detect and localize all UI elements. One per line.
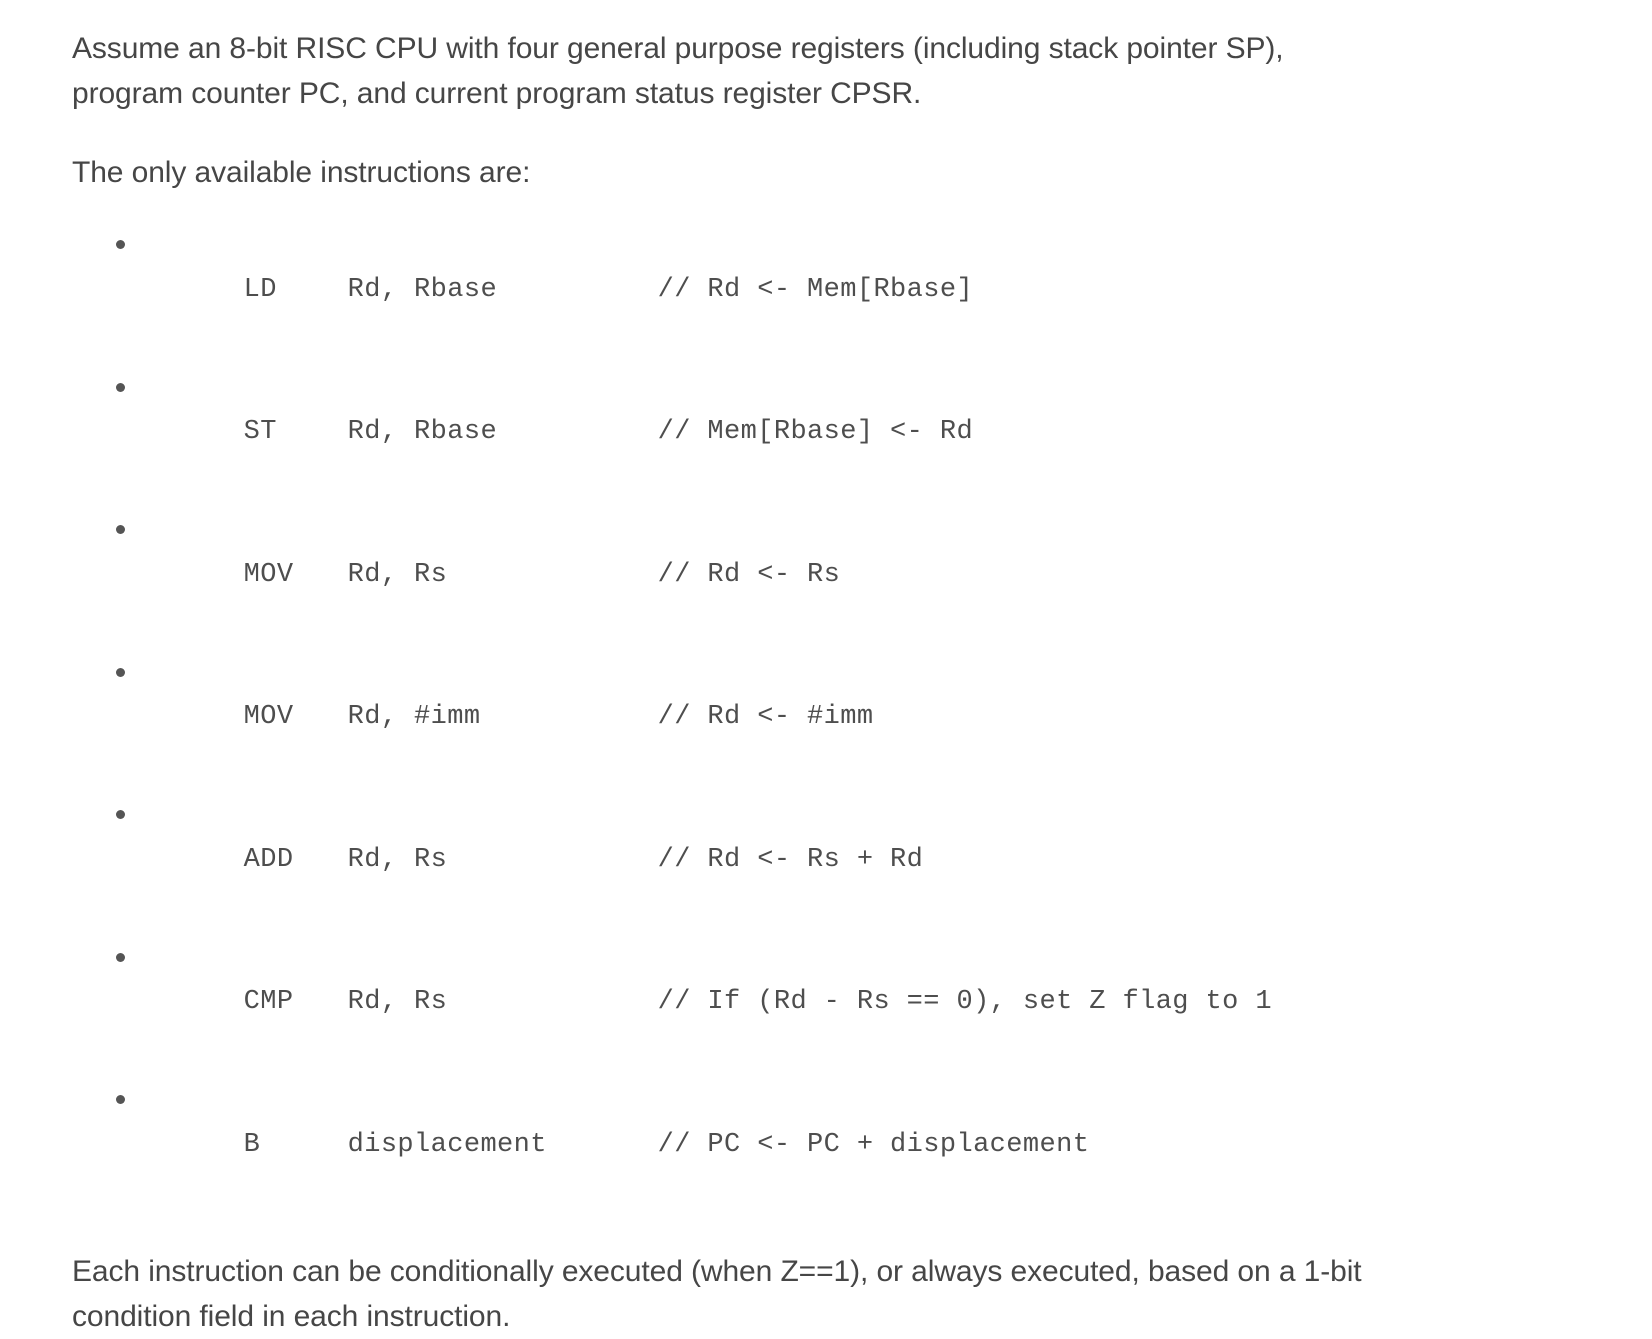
instruction-comment: // Rd <- Rs bbox=[657, 559, 841, 590]
instruction-mnemonic: ADD bbox=[243, 844, 294, 875]
outro-paragraph: Each instruction can be conditionally ex… bbox=[72, 1254, 1362, 1333]
instruction-comment: // PC <- PC + displacement bbox=[657, 1129, 1090, 1160]
instruction-mnemonic: CMP bbox=[243, 987, 294, 1017]
instruction-operands: Rd, Rs bbox=[347, 844, 448, 875]
instruction-operands: displacement bbox=[347, 1129, 547, 1160]
instruction-mnemonic: MOV bbox=[243, 559, 294, 590]
instruction-mnemonic: ST bbox=[243, 417, 277, 447]
instruction-operands: Rd, Rbase bbox=[347, 417, 498, 447]
list-item: CMP Rd, Rs // If (Rd - Rs == 0), set Z fla… bbox=[116, 932, 1582, 1075]
instruction-comment: // Rd <- Rs + Rd bbox=[657, 844, 924, 875]
intro-paragraph: Assume an 8-bit RISC CPU with four gener… bbox=[72, 32, 1284, 110]
instruction-mnemonic: B bbox=[243, 1129, 261, 1160]
instructions-lead-in: The only available instructions are: bbox=[72, 156, 531, 189]
list-item: MOV Rd, Rs // Rd <- Rs bbox=[116, 504, 1582, 647]
instruction-mnemonic: LD bbox=[243, 274, 277, 305]
instruction-operands: Rd, #imm bbox=[347, 702, 481, 732]
document-page: Assume an 8-bit RISC CPU with four gener… bbox=[72, 32, 1362, 1333]
list-item: MOV Rd, #imm // Rd <- #imm bbox=[116, 647, 1582, 790]
instruction-list: LD Rd, Rbase // Rd <- Mem[Rbase] ST Rd, Rba… bbox=[72, 219, 1582, 1217]
list-item: ST Rd, Rbase // Mem[Rbase] <- Rd bbox=[116, 362, 1582, 505]
instruction-operands: Rd, Rbase bbox=[347, 274, 498, 305]
instruction-comment: // Rd <- Mem[Rbase] bbox=[657, 274, 974, 305]
list-item: ADD Rd, Rs // Rd <- Rs + Rd bbox=[116, 789, 1582, 932]
instruction-comment: // If (Rd - Rs == 0), set Z flag to 1 bbox=[657, 987, 1272, 1017]
instruction-mnemonic: MOV bbox=[243, 702, 294, 732]
instruction-operands: Rd, Rs bbox=[347, 987, 448, 1017]
list-item: LD Rd, Rbase // Rd <- Mem[Rbase] bbox=[116, 219, 1582, 362]
instruction-operands: Rd, Rs bbox=[347, 559, 448, 590]
instruction-comment: // Rd <- #imm bbox=[657, 702, 874, 732]
instruction-comment: // Mem[Rbase] <- Rd bbox=[657, 417, 974, 447]
